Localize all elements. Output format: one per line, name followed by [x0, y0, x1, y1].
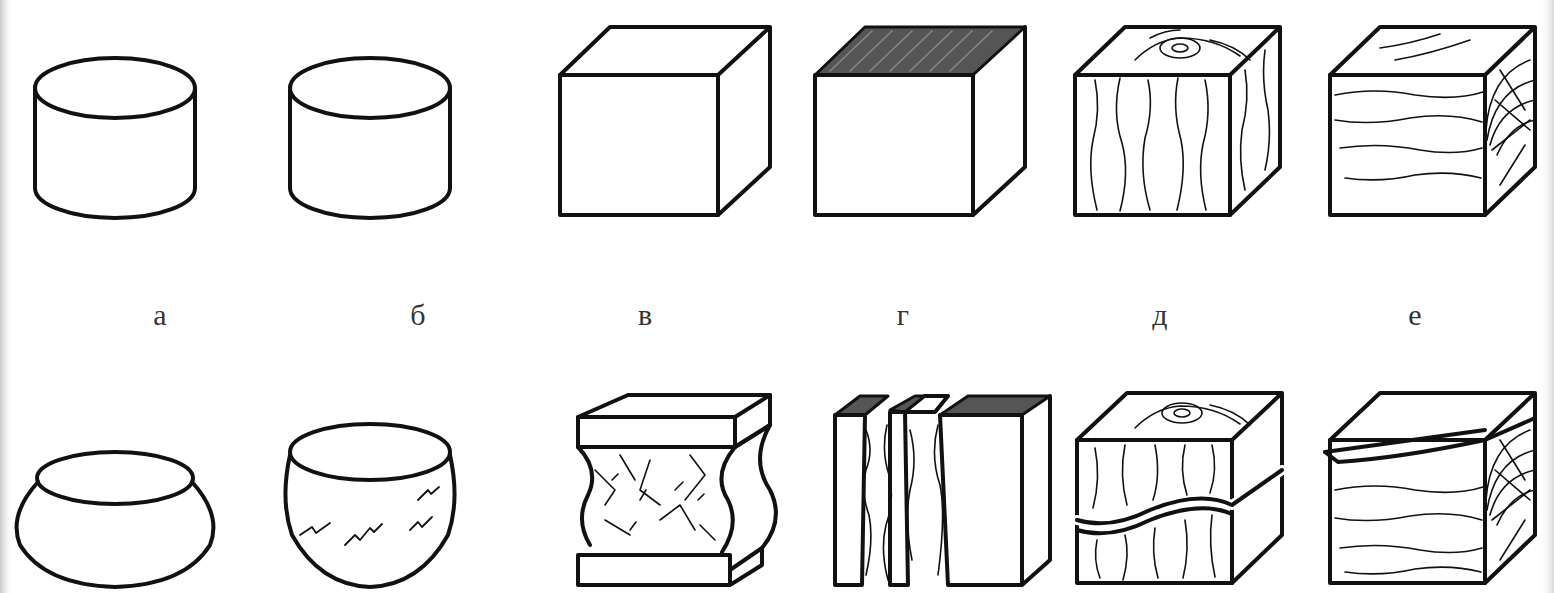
figure-letter: г [897, 300, 909, 330]
figure-letter: в [638, 300, 652, 330]
figure-letter: д [1152, 300, 1167, 330]
figure-letter: а [153, 300, 166, 330]
figure-letter: б [410, 300, 425, 330]
figure-letter: е [1408, 300, 1421, 330]
